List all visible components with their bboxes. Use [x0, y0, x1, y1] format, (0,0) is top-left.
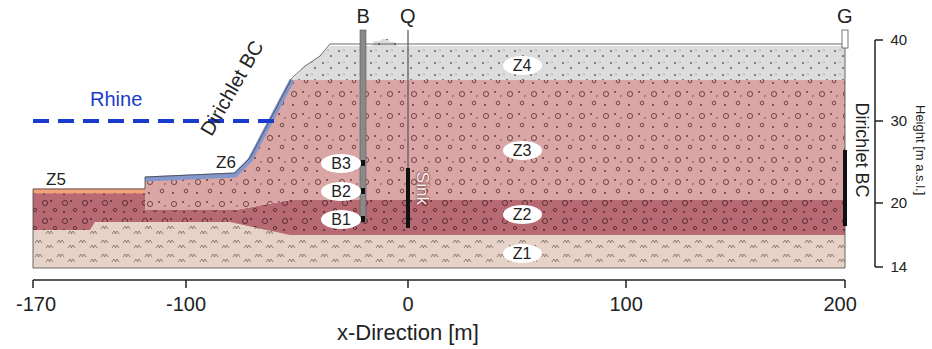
axis-title: x-Direction [m]	[337, 321, 479, 345]
tick-label: 200	[824, 293, 857, 315]
zone-marker: B1	[321, 210, 361, 229]
zone-label: Z5	[46, 171, 66, 190]
well-label: G	[837, 5, 853, 27]
zone-name: B3	[331, 155, 351, 172]
zone-name: Z2	[513, 206, 532, 223]
zone-marker: Z1	[503, 244, 542, 263]
tick-label: 20	[891, 195, 908, 212]
sensor	[361, 160, 365, 166]
gauge	[842, 30, 848, 48]
x-axis	[33, 279, 845, 281]
sensor	[361, 188, 365, 194]
borehole	[360, 30, 366, 222]
zone-name: Z3	[513, 142, 532, 159]
zone-marker: B2	[321, 182, 361, 201]
zone-marker: B3	[321, 154, 361, 173]
well-label: B	[357, 5, 370, 27]
axis-title: Height [m a.s.l.]	[913, 105, 927, 195]
zone-marker: Z2	[503, 205, 542, 224]
boundary-label: Dirichlet BC	[196, 37, 268, 139]
tick-label: -170	[16, 293, 56, 315]
tick-label: 40	[891, 32, 908, 49]
zone-name: B2	[331, 183, 351, 200]
sink-label: Sink	[412, 171, 431, 204]
domain-outline	[33, 44, 845, 268]
zone-z3	[145, 80, 845, 210]
sensor	[361, 216, 365, 222]
zone-name: Z1	[513, 245, 532, 262]
river-level	[33, 119, 280, 123]
zone-z4	[292, 39, 845, 80]
zone-label: Z6	[216, 154, 236, 173]
well-label: Q	[400, 5, 416, 27]
boundary-segment	[843, 150, 847, 226]
x-ticks	[33, 280, 845, 288]
zone-marker: Z4	[503, 56, 542, 75]
boundary-label: Dirichlet BC	[851, 102, 871, 197]
tick-label: -100	[166, 293, 206, 315]
tick-label: 30	[891, 113, 908, 130]
zone-name: Z4	[513, 57, 532, 74]
y-axis	[874, 40, 876, 267]
zone-marker: Z3	[503, 141, 542, 160]
y-ticks	[875, 40, 883, 267]
river-label: Rhine	[90, 88, 142, 110]
sink-screen	[406, 168, 410, 228]
tick-label: 0	[403, 293, 414, 315]
zone-name: B1	[331, 211, 351, 228]
well	[407, 30, 408, 168]
tick-label: 14	[891, 259, 908, 276]
tick-label: 100	[610, 293, 643, 315]
